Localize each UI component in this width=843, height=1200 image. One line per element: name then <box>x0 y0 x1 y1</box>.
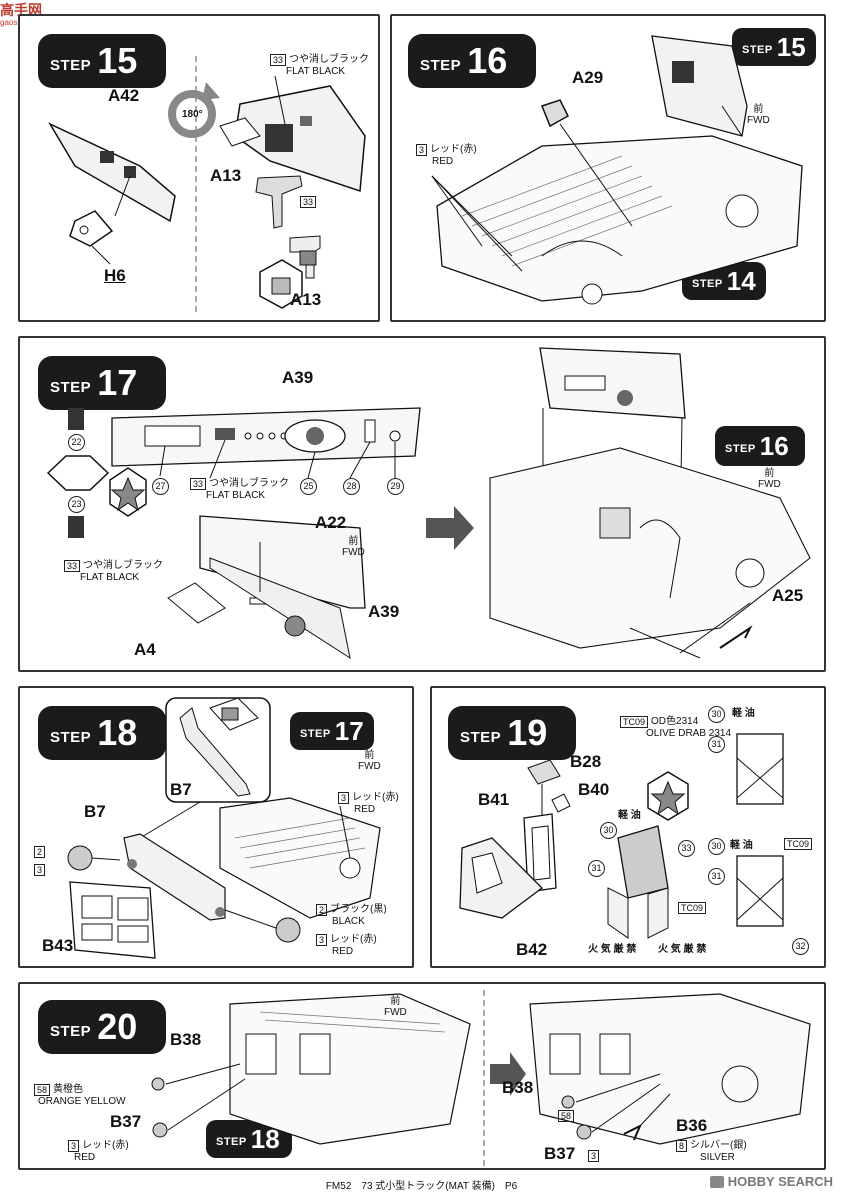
step16-ref-15: STEP 15 <box>732 28 816 66</box>
decal-33: 33 <box>678 840 695 857</box>
step17-fwd-1: 前 FWD <box>342 536 365 558</box>
fuel-label-bot: 軽 油 <box>730 840 753 851</box>
step18-side-code-2: 2 <box>34 846 48 858</box>
label-b36: B36 <box>676 1116 708 1135</box>
fire-label-1: 火 気 厳 禁 <box>588 944 637 955</box>
fire-label-2: 火 気 厳 禁 <box>658 944 707 955</box>
step18-fwd: 前 FWD <box>358 750 381 772</box>
step15-badge: STEP 15 <box>38 34 166 88</box>
label-b38-right: B38 <box>502 1078 534 1097</box>
label-b41: B41 <box>478 790 510 809</box>
rotate-label: 180° <box>182 109 203 120</box>
label-b7-inset: B7 <box>170 780 192 799</box>
step16-drawing <box>431 35 803 305</box>
label-a13-b: A13 <box>290 290 322 309</box>
decal-31-top: 31 <box>708 736 725 753</box>
decal-27: 27 <box>152 478 169 495</box>
label-b37-right: B37 <box>544 1144 576 1163</box>
step20-fwd: 前 FWD <box>384 996 407 1018</box>
label-h6: H6 <box>104 266 126 285</box>
label-b7: B7 <box>84 802 106 821</box>
decal-31-mid: 31 <box>588 860 605 877</box>
label-b28: B28 <box>570 752 602 771</box>
decal-29: 29 <box>387 478 404 495</box>
label-a39-top: A39 <box>282 368 314 387</box>
label-a29: A29 <box>572 68 604 87</box>
step16-fwd: 前 FWD <box>747 104 770 126</box>
fuel-label-top: 軽 油 <box>732 708 755 719</box>
step20-code-3: 3 <box>588 1150 602 1162</box>
decal-30-top: 30 <box>708 706 725 723</box>
step18-side-code-3: 3 <box>34 864 48 876</box>
label-b37-left: B37 <box>110 1112 142 1131</box>
decal-30-bot: 30 <box>708 838 725 855</box>
label-a42: A42 <box>108 86 140 105</box>
step19-badge: STEP 19 <box>448 706 576 760</box>
step20-code-58: 58 <box>558 1110 577 1122</box>
step17-badge: STEP 17 <box>38 356 166 410</box>
decal-28: 28 <box>343 478 360 495</box>
step17-ref-16: STEP 16 <box>715 426 805 466</box>
step19-drawing <box>459 733 784 939</box>
step17-fwd-2: 前 FWD <box>758 468 781 490</box>
paint-code-33: 33 <box>300 196 319 208</box>
step17-drawing <box>46 347 811 660</box>
step15-drawing <box>48 56 366 316</box>
label-a39-bottom: A39 <box>368 602 400 621</box>
decal-25: 25 <box>300 478 317 495</box>
tc09-bot: TC09 <box>784 838 815 850</box>
tc09-mid: TC09 <box>678 902 709 914</box>
label-b42: B42 <box>516 940 548 959</box>
label-b40: B40 <box>578 780 610 799</box>
label-b43: B43 <box>42 936 74 955</box>
page-footer: FM52 73 式小型トラック(MAT 装備) P6 <box>325 1181 518 1192</box>
step16-badge: STEP 16 <box>408 34 536 88</box>
step20-badge: STEP 20 <box>38 1000 166 1054</box>
step18-drawing <box>67 697 381 959</box>
step18-ref-17: STEP 17 <box>290 712 374 750</box>
step18-badge: STEP 18 <box>38 706 166 760</box>
decal-22: 22 <box>68 434 85 451</box>
step17-panel: STEP 17 STEP 16 <box>18 336 826 672</box>
decal-30-mid: 30 <box>600 822 617 839</box>
step20-panel: STEP 20 STEP 18 前 FWD B38 <box>18 982 826 1170</box>
fuel-label-mid: 軽 油 <box>618 810 641 821</box>
watermark: HOBBY SEARCH <box>709 1174 833 1189</box>
label-a25: A25 <box>772 586 804 605</box>
label-a4: A4 <box>134 640 156 659</box>
watermark-icon <box>709 1175 724 1188</box>
label-a22: A22 <box>315 513 347 532</box>
decal-31-bot: 31 <box>708 868 725 885</box>
step20-ref-18: STEP 18 <box>206 1120 292 1158</box>
label-b38-left: B38 <box>170 1030 202 1049</box>
decal-32: 32 <box>792 938 809 955</box>
step18-panel: STEP 18 STEP 17 B7 B <box>18 686 414 968</box>
label-a13-a: A13 <box>210 166 242 185</box>
decal-23: 23 <box>68 496 85 513</box>
step20-drawing <box>151 990 811 1168</box>
